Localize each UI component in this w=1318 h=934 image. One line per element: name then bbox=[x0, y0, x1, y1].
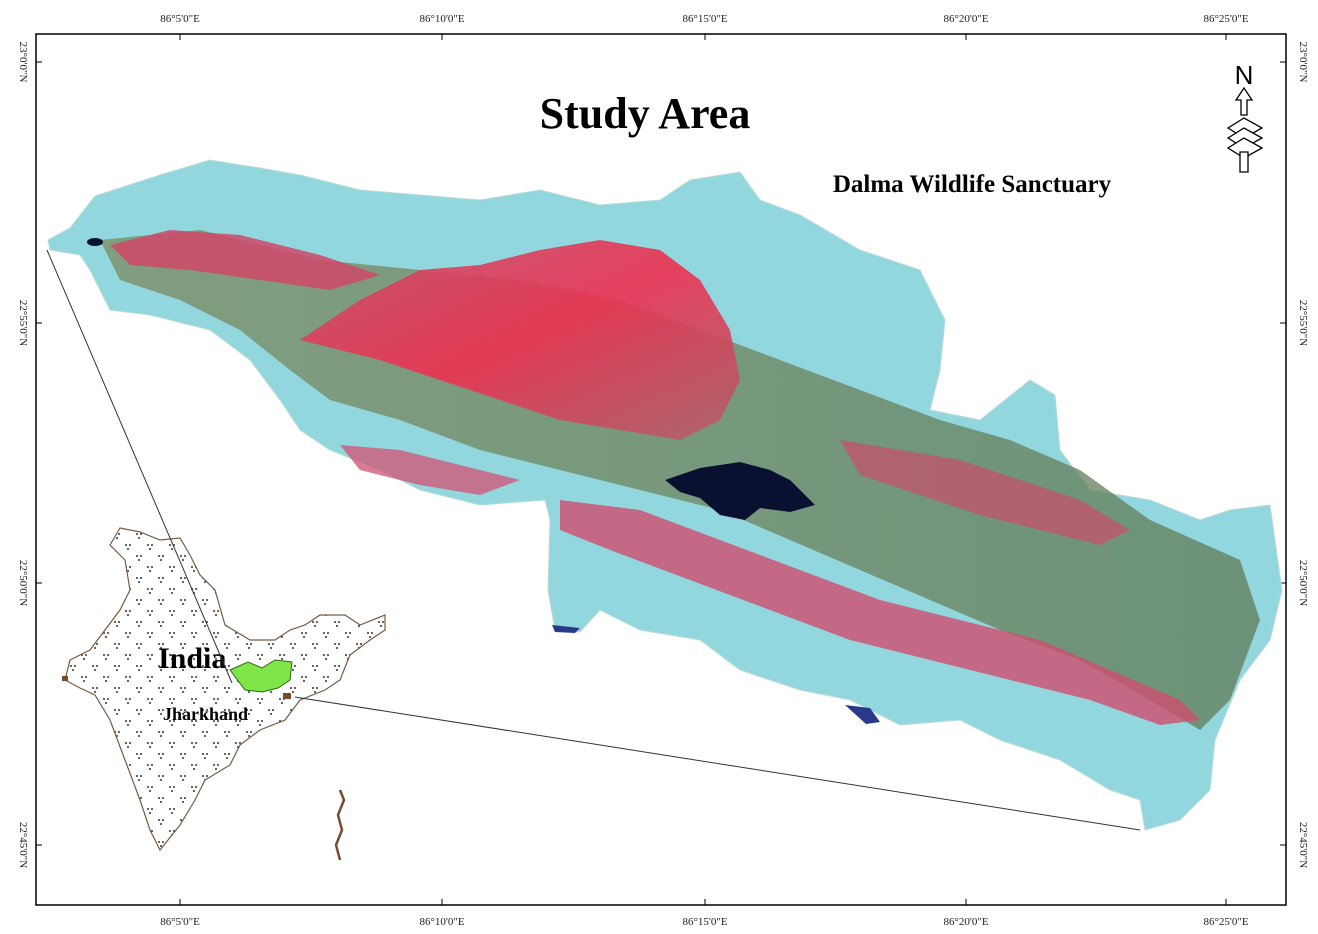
left-latitude-labels: 23°0'0"N 22°55'0"N 22°50'0"N 22°45'0"N bbox=[17, 42, 29, 869]
lat-label-right: 22°50'0"N bbox=[1297, 560, 1309, 606]
lat-label-left: 22°55'0"N bbox=[17, 300, 29, 346]
connector-line-south bbox=[294, 696, 1141, 831]
right-latitude-labels: 23°0'0"N 22°55'0"N 22°50'0"N 22°45'0"N bbox=[1297, 42, 1309, 869]
lon-label-top: 86°20'0"E bbox=[943, 13, 988, 25]
lat-label-right: 23°0'0"N bbox=[1297, 42, 1309, 83]
lon-label-top: 86°5'0"E bbox=[160, 13, 200, 25]
sanctuary-satellite-image bbox=[47, 159, 1283, 831]
reservoir bbox=[665, 462, 815, 520]
top-longitude-labels: 86°5'0"E 86°10'0"E 86°15'0"E 86°20'0"E 8… bbox=[160, 13, 1249, 25]
island-chain bbox=[334, 789, 346, 861]
island bbox=[283, 693, 291, 699]
map-title: Study Area bbox=[540, 89, 751, 138]
lon-label-bottom: 86°15'0"E bbox=[682, 916, 727, 928]
lat-label-right: 22°45'0"N bbox=[1297, 822, 1309, 868]
india-outline bbox=[64, 527, 386, 852]
lon-label-bottom: 86°5'0"E bbox=[160, 916, 200, 928]
lon-label-bottom: 86°25'0"E bbox=[1203, 916, 1248, 928]
lon-label-bottom: 86°20'0"E bbox=[943, 916, 988, 928]
graticule-ticks bbox=[36, 34, 1286, 905]
north-letter: N bbox=[1235, 60, 1254, 90]
lat-label-right: 22°55'0"N bbox=[1297, 300, 1309, 346]
north-arrow-icon: N bbox=[1226, 60, 1264, 173]
water-patch bbox=[87, 238, 103, 246]
lat-label-left: 22°50'0"N bbox=[17, 560, 29, 606]
lon-label-top: 86°15'0"E bbox=[682, 13, 727, 25]
india-label: India bbox=[158, 642, 226, 675]
red-vegetation-core bbox=[300, 240, 740, 440]
red-ridge-east-2 bbox=[840, 440, 1130, 545]
red-ridge-south bbox=[340, 445, 520, 495]
bottom-longitude-labels: 86°5'0"E 86°10'0"E 86°15'0"E 86°20'0"E 8… bbox=[160, 916, 1249, 928]
lat-label-left: 23°0'0"N bbox=[17, 42, 29, 83]
red-ridge-east-1 bbox=[560, 500, 1200, 725]
lon-label-bottom: 86°10'0"E bbox=[419, 916, 464, 928]
red-ridge-north bbox=[110, 230, 380, 290]
lon-label-top: 86°25'0"E bbox=[1203, 13, 1248, 25]
river-patch bbox=[845, 705, 880, 724]
india-inset-map: India Jharkhand bbox=[62, 527, 386, 861]
jharkhand-label: Jharkhand bbox=[163, 704, 248, 724]
jharkhand-region bbox=[229, 659, 293, 693]
lat-label-left: 22°45'0"N bbox=[17, 822, 29, 868]
lon-label-top: 86°10'0"E bbox=[419, 13, 464, 25]
connector-line-north bbox=[46, 249, 233, 684]
map-subtitle: Dalma Wildlife Sanctuary bbox=[833, 171, 1112, 198]
river-patch bbox=[552, 625, 580, 633]
island bbox=[62, 676, 68, 681]
